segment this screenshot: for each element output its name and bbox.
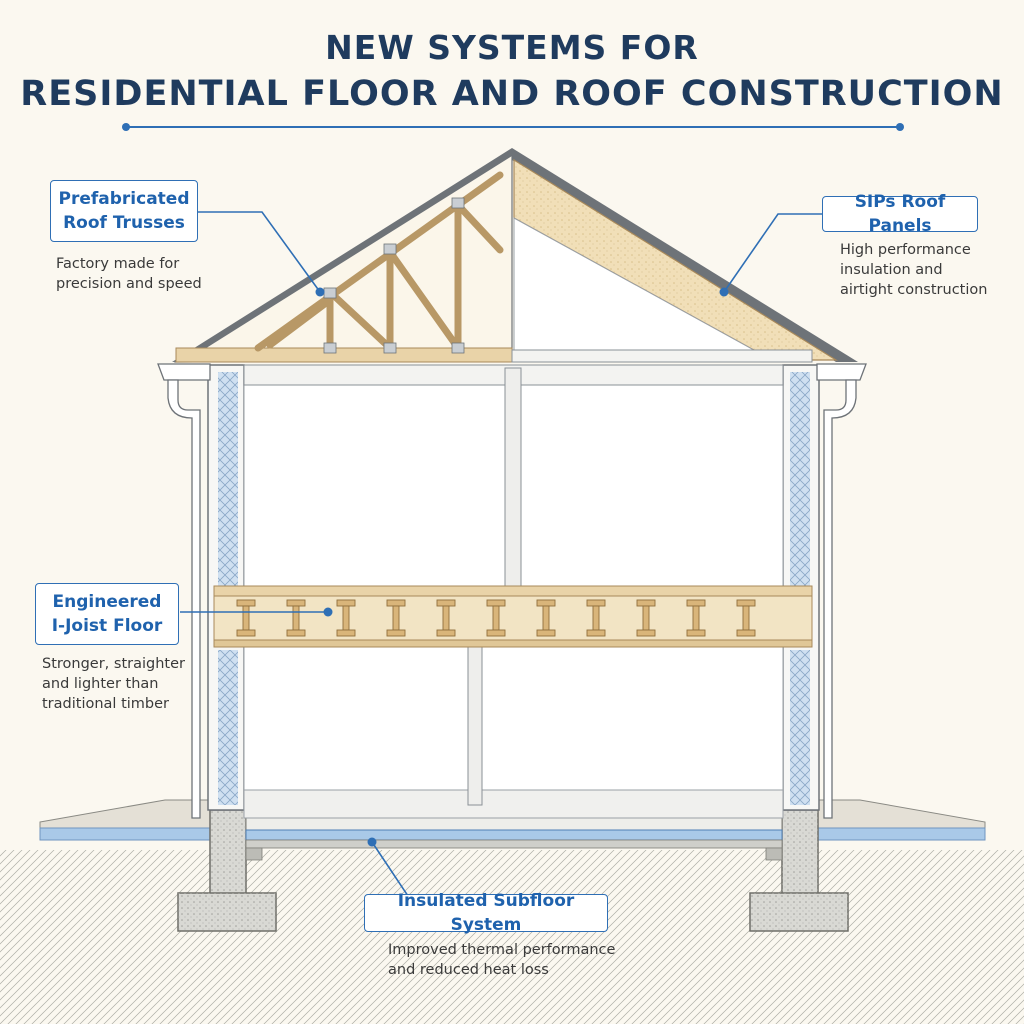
desc-subfloor-line-2: and reduced heat loss: [388, 962, 549, 978]
label-sips-text: SIPs Roof Panels: [854, 192, 946, 236]
insulation-strip-right: [814, 827, 986, 841]
desc-prefab-line-1: Factory made for: [56, 256, 180, 272]
ground-slope-right: [814, 799, 986, 831]
desc-ijoist-line-1: Stronger, straighter: [42, 656, 185, 672]
i-joist: [286, 599, 306, 637]
i-joist-floor: [213, 585, 813, 648]
lower-room: [243, 644, 784, 806]
desc-subfloor-line-1: Improved thermal performance: [388, 942, 616, 958]
desc-sips-line-3: airtight construction: [840, 282, 988, 298]
callout-dots: [315, 287, 729, 847]
desc-insulated-subfloor: Improved thermal performance and reduced…: [388, 940, 615, 980]
foundation-left: [177, 809, 277, 932]
desc-sips-roof-panels: High performance insulation and airtight…: [840, 240, 987, 300]
desc-sips-line-2: insulation and: [840, 262, 943, 278]
desc-ijoist-line-2: and lighter than: [42, 676, 159, 692]
label-prefab-roof-trusses: Prefabricated Roof Trusses: [50, 180, 198, 242]
title-divider-dot-right: [896, 123, 904, 131]
title-line-1: NEW SYSTEMS FOR: [325, 28, 699, 67]
label-sips-roof-panels: SIPs Roof Panels: [822, 192, 978, 236]
sips-roof-panel: [511, 148, 858, 363]
ground-soil: [0, 850, 1024, 1024]
ground-slope-left: [39, 799, 211, 831]
i-joist: [436, 599, 456, 637]
desc-prefab-line-2: precision and speed: [56, 276, 202, 292]
label-insulated-subfloor: Insulated Subfloor System: [364, 891, 608, 935]
label-prefab-line-2: Roof Trusses: [63, 213, 185, 233]
desc-prefab-roof-trusses: Factory made for precision and speed: [56, 254, 202, 294]
label-ijoist-line-1: Engineered: [52, 592, 162, 612]
i-joist: [386, 599, 406, 637]
i-joist: [686, 599, 706, 637]
foundation-right: [749, 809, 849, 932]
interior-post-upper: [504, 367, 522, 591]
desc-engineered-i-joist: Stronger, straighter and lighter than tr…: [42, 654, 185, 714]
gutter-left: [157, 363, 211, 819]
gutter-right: [816, 363, 867, 819]
desc-ijoist-line-3: traditional timber: [42, 696, 169, 712]
i-joists: [236, 599, 756, 637]
label-prefab-line-1: Prefabricated: [58, 189, 190, 209]
i-joist: [236, 599, 256, 637]
insulation-strip-left: [39, 827, 211, 841]
i-joist: [336, 599, 356, 637]
label-ijoist-line-2: I-Joist Floor: [51, 616, 163, 636]
title-line-2: RESIDENTIAL FLOOR AND ROOF CONSTRUCTION: [20, 74, 1004, 114]
title-divider-dot-left: [122, 123, 130, 131]
i-joist: [586, 599, 606, 637]
label-subfloor-text: Insulated Subfloor System: [397, 891, 575, 935]
i-joist: [736, 599, 756, 637]
i-joist: [636, 599, 656, 637]
label-engineered-i-joist: Engineered I-Joist Floor: [35, 583, 179, 645]
desc-sips-line-1: High performance: [840, 242, 971, 258]
interior-post-lower: [467, 644, 483, 806]
lower-floor-surface: [243, 789, 784, 819]
i-joist: [486, 599, 506, 637]
i-joist: [536, 599, 556, 637]
